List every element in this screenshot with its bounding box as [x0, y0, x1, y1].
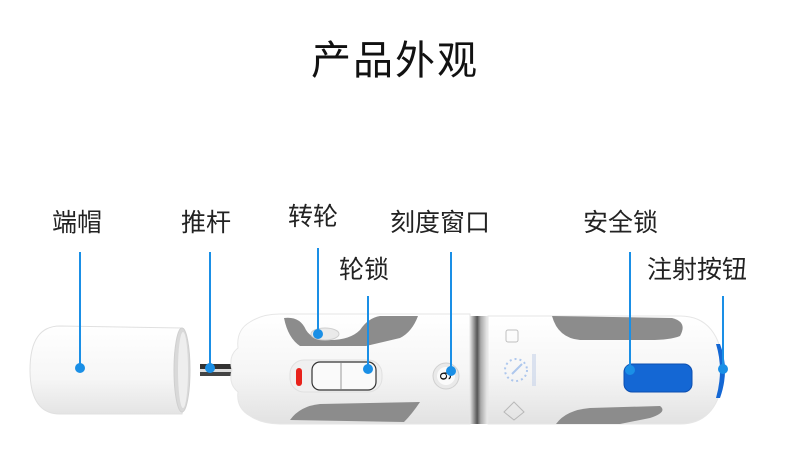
callout-line-end-cap	[79, 252, 81, 368]
label-injection-button: 注射按钮	[647, 255, 748, 284]
callout-dot-injection-button	[718, 364, 728, 374]
callout-line-injection-button	[722, 296, 724, 368]
callout-dot-wheel-lock	[363, 364, 373, 374]
scale-digit: 6	[436, 372, 453, 381]
label-safety-lock: 安全锁	[583, 208, 659, 237]
label-end-cap: 端帽	[52, 208, 103, 237]
label-wheel-lock: 轮锁	[339, 255, 390, 284]
push-rod	[200, 364, 240, 376]
callout-line-scale-window	[450, 252, 452, 370]
pen-front-body: 6	[230, 313, 471, 425]
page-title: 产品外观	[311, 38, 479, 84]
callout-dot-push-rod	[205, 363, 215, 373]
callout-dot-dial-wheel	[313, 329, 323, 339]
label-dial-wheel: 转轮	[288, 202, 339, 231]
callout-line-wheel-lock	[367, 296, 369, 368]
callout-line-push-rod	[209, 252, 211, 368]
safety-lock-button[interactable]	[623, 363, 693, 393]
label-scale-window: 刻度窗口	[390, 208, 491, 237]
lock-indicator	[296, 368, 302, 386]
wheel-lock-slider[interactable]	[311, 361, 377, 391]
connector-ring	[470, 316, 488, 424]
callout-dot-scale-window	[446, 366, 456, 376]
label-push-rod: 推杆	[181, 208, 232, 237]
callout-line-dial-wheel	[317, 248, 319, 332]
end-cap	[29, 325, 191, 415]
callout-dot-end-cap	[75, 363, 85, 373]
callout-line-safety-lock	[629, 252, 631, 370]
callout-dot-safety-lock	[625, 365, 635, 375]
pen-rear-body	[487, 315, 725, 425]
label-print	[503, 329, 536, 421]
